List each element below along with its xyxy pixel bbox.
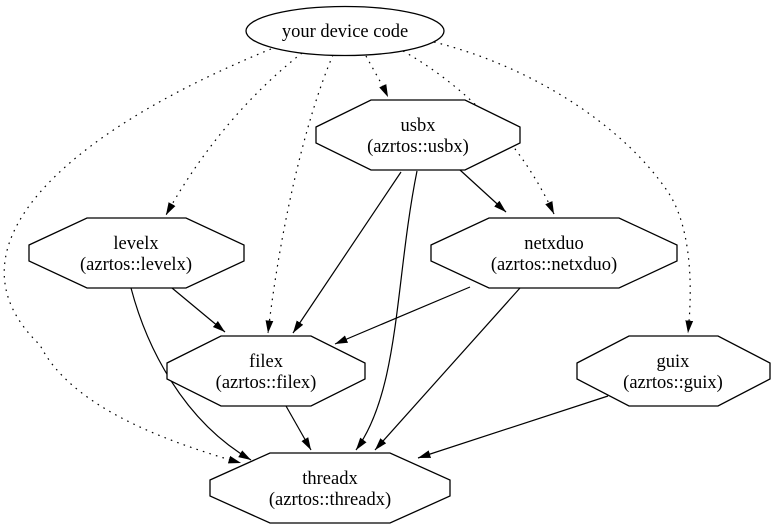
filex-octagon: [166, 335, 366, 407]
edge-device-to-filex: [265, 54, 334, 334]
usbx-label: usbx: [401, 116, 437, 136]
usbx-sublabel: (azrtos::usbx): [367, 137, 469, 157]
edge-device-to-guix: [433, 41, 694, 334]
node-threadx: threadx (azrtos::threadx): [209, 452, 451, 524]
node-filex: filex (azrtos::filex): [166, 335, 366, 407]
threadx-sublabel: (azrtos::threadx): [269, 490, 391, 510]
node-usbx: usbx (azrtos::usbx): [315, 99, 521, 171]
device-ellipse: [245, 5, 445, 57]
threadx-label: threadx: [302, 469, 358, 489]
levelx-sublabel: (azrtos::levelx): [80, 255, 192, 275]
guix-octagon: [576, 335, 771, 407]
netxduo-octagon: [430, 217, 678, 289]
netxduo-label: netxduo: [524, 234, 584, 254]
levelx-octagon: [28, 217, 245, 289]
edge-levelx-to-filex: [171, 287, 226, 333]
node-guix: guix (azrtos::guix): [576, 335, 771, 407]
edge-netxduo-to-threadx: [374, 287, 521, 451]
edge-netxduo-to-filex: [334, 286, 471, 345]
guix-sublabel: (azrtos::guix): [623, 373, 723, 393]
node-levelx: levelx (azrtos::levelx): [28, 217, 245, 289]
edge-usbx-to-netxduo: [459, 169, 507, 213]
edge-usbx-to-filex: [292, 171, 402, 334]
filex-label: filex: [249, 352, 284, 372]
netxduo-sublabel: (azrtos::netxduo): [491, 255, 617, 275]
edge-usbx-to-threadx: [355, 170, 418, 451]
usbx-octagon: [315, 99, 521, 171]
node-netxduo: netxduo (azrtos::netxduo): [430, 217, 678, 289]
threadx-octagon: [209, 452, 451, 524]
edge-filex-to-threadx: [285, 405, 312, 451]
device-label: your device code: [282, 22, 408, 42]
edge-device-to-levelx: [165, 52, 303, 216]
guix-label: guix: [657, 352, 691, 372]
edge-device-to-usbx: [365, 55, 389, 98]
node-device: your device code: [245, 5, 445, 57]
levelx-label: levelx: [113, 234, 159, 254]
edge-guix-to-threadx: [417, 395, 609, 459]
filex-sublabel: (azrtos::filex): [216, 373, 317, 393]
